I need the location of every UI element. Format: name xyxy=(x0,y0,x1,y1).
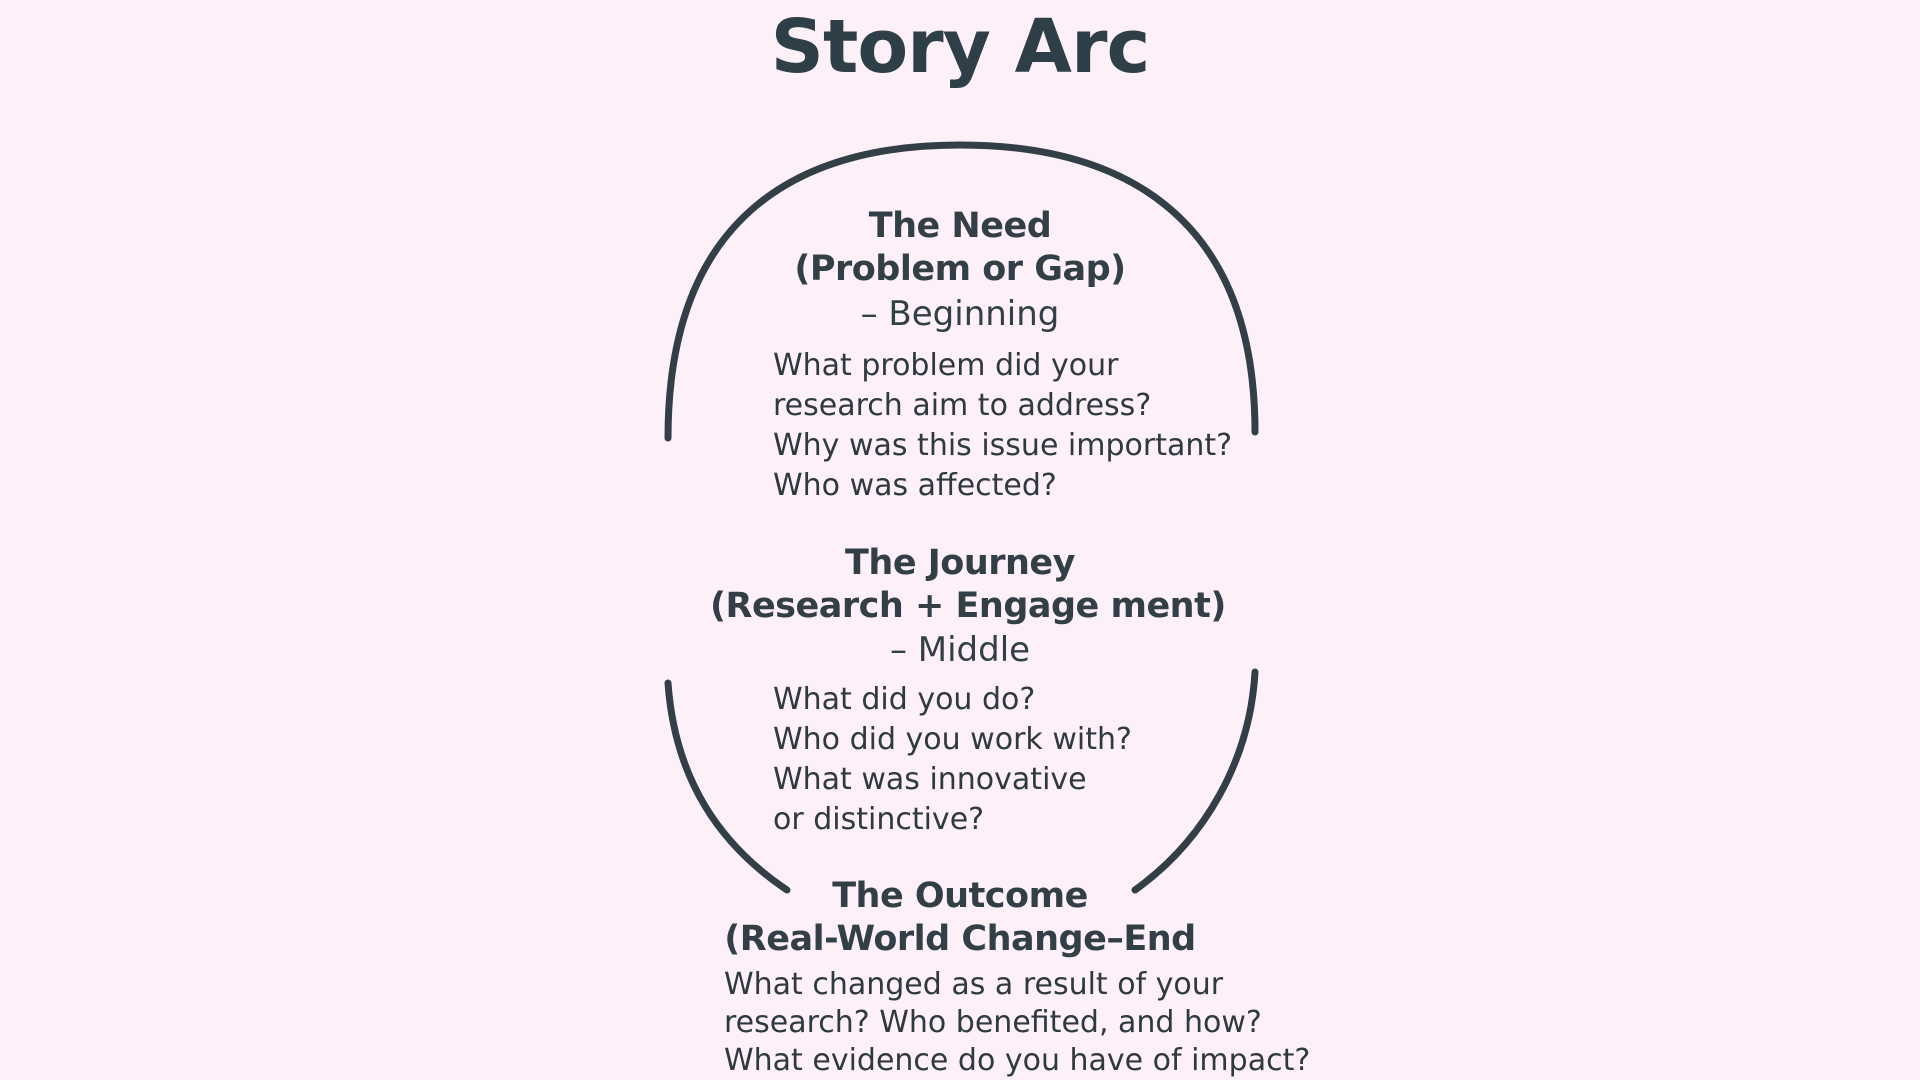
need-question: What problem did your xyxy=(773,348,1119,383)
arc-bottom-left xyxy=(664,679,791,894)
journey-question: Who did you work with? xyxy=(773,722,1132,757)
diagram-title: Story Arc xyxy=(770,4,1151,90)
journey-heading-line-2: (Research + Engage ment) xyxy=(710,586,1226,626)
need-stage-label: – Beginning xyxy=(860,294,1060,334)
need-heading-line-2: (Problem or Gap) xyxy=(794,249,1126,289)
journey-heading: The Journey (Research + Engage ment) xyxy=(710,542,1226,628)
need-question: Who was affected? xyxy=(773,468,1057,503)
journey-question: or distinctive? xyxy=(773,802,985,837)
outcome-heading: The Outcome (Real-World Change–End xyxy=(710,875,1210,961)
need-heading: The Need (Problem or Gap) xyxy=(760,205,1160,291)
need-heading-line-1: The Need xyxy=(868,206,1052,246)
journey-question: What did you do? xyxy=(773,682,1036,717)
need-question: research aim to address? xyxy=(773,388,1152,423)
arc-top xyxy=(664,141,1259,442)
journey-question: What was innovative xyxy=(773,762,1087,797)
outcome-heading-line-2: (Real-World Change–End xyxy=(724,919,1196,959)
need-questions: What problem did your research aim to ad… xyxy=(773,346,1232,506)
outcome-questions: What changed as a result of your researc… xyxy=(724,966,1310,1080)
outcome-question: What changed as a result of your xyxy=(724,967,1224,1002)
outcome-question: What evidence do you have of impact? xyxy=(724,1043,1311,1078)
need-question: Why was this issue important? xyxy=(773,428,1233,463)
journey-questions: What did you do? Who did you work with? … xyxy=(773,680,1132,840)
outcome-question: research? Who benefited, and how? xyxy=(724,1005,1262,1040)
journey-stage-label: – Middle xyxy=(889,630,1031,670)
journey-heading-line-1: The Journey xyxy=(845,543,1075,583)
outcome-heading-line-1: The Outcome xyxy=(832,876,1088,916)
arc-bottom-right xyxy=(1131,668,1259,894)
